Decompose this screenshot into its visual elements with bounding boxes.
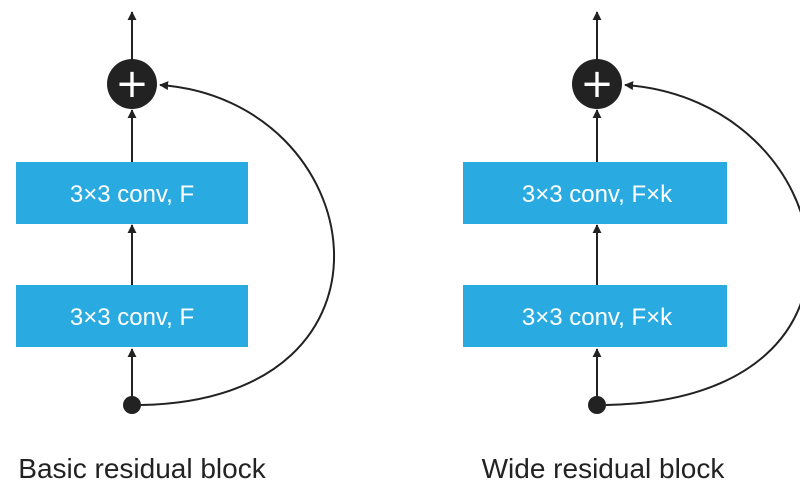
- dot-icon: [123, 396, 141, 414]
- conv-layer-top: [463, 162, 727, 224]
- conv-layer-bottom: [463, 285, 727, 347]
- wide-residual-block: + 3×3 conv, F×k 3×3 conv, F×k Wide resid…: [463, 11, 800, 484]
- diagram-caption: Wide residual block: [482, 453, 726, 484]
- conv-layer-bottom-label: 3×3 conv, F×k: [522, 304, 673, 331]
- conv-layer-bottom-label: 3×3 conv, F: [70, 304, 194, 331]
- diagram-caption: Basic residual block: [18, 453, 266, 484]
- conv-layer-bottom: [16, 285, 248, 347]
- plus-icon: +: [580, 61, 614, 107]
- conv-layer-top-label: 3×3 conv, F×k: [522, 181, 673, 208]
- skip-connection-arrow: [605, 81, 800, 406]
- conv-layer-top-label: 3×3 conv, F: [70, 181, 194, 208]
- add-node: [107, 59, 157, 109]
- conv-layer-top: [16, 162, 248, 224]
- basic-residual-block: + 3×3 conv, F 3×3 conv, F Basic residual…: [16, 11, 336, 484]
- add-node: [572, 59, 622, 109]
- skip-connection-arrow: [140, 81, 336, 406]
- plus-icon: +: [115, 61, 149, 107]
- dot-icon: [588, 396, 606, 414]
